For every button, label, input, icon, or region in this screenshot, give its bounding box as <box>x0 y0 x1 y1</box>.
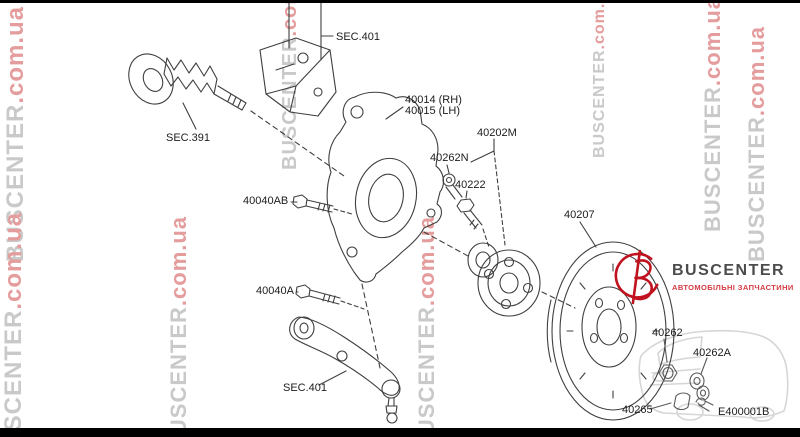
bolt-40040ab-drawing <box>290 194 353 215</box>
logo-name: BUSCENTER <box>672 262 786 279</box>
bracket-drawing <box>259 37 337 117</box>
label-40265: 40265 <box>622 404 653 416</box>
label-sec401-top: SEC.401 <box>336 31 381 43</box>
top-black-bar <box>0 0 800 3</box>
label-40014-rh: 40014 (RH) <box>405 94 462 106</box>
bolt-40040a-drawing <box>295 284 365 310</box>
label-40222: 40222 <box>455 179 486 191</box>
stud-40222-drawing <box>456 190 490 248</box>
label-40202m: 40202M <box>477 127 517 139</box>
label-40262a: 40262A <box>693 347 731 359</box>
label-sec391: SEC.391 <box>166 132 211 144</box>
hub-nut-parts-drawing <box>649 338 714 412</box>
logo-tagline: АВТОМОБІЛЬНІ ЗАПЧАСТИНИ <box>672 283 794 292</box>
buscenter-logo: BUSCENTER АВТОМОБІЛЬНІ ЗАПЧАСТИНИ <box>613 246 794 308</box>
label-40015-lh: 40015 (LH) <box>405 105 461 117</box>
label-40040a: 40040A <box>256 285 294 297</box>
bolt-40262n-drawing <box>442 164 463 200</box>
top-reference-lines <box>288 2 334 61</box>
hub-label-lines <box>470 138 506 246</box>
label-40207: 40207 <box>564 209 595 221</box>
label-40262n: 40262N <box>430 152 469 164</box>
control-arm-drawing <box>289 316 401 424</box>
brake-rotor-drawing <box>546 221 675 421</box>
logo-text-block: BUSCENTER АВТОМОБІЛЬНІ ЗАПЧАСТИНИ <box>672 262 794 292</box>
cv-axle-drawing <box>128 53 345 177</box>
bottom-black-bar <box>0 428 800 437</box>
diagram-code: E400001B <box>718 406 770 418</box>
buscenter-logo-mark-icon <box>614 249 659 305</box>
knuckle-drawing <box>326 91 469 369</box>
label-sec401-bottom: SEC.401 <box>283 382 328 394</box>
hub-bearing-drawing <box>467 242 576 317</box>
label-40262: 40262 <box>652 327 683 339</box>
label-40040ab: 40040AB <box>243 195 289 207</box>
